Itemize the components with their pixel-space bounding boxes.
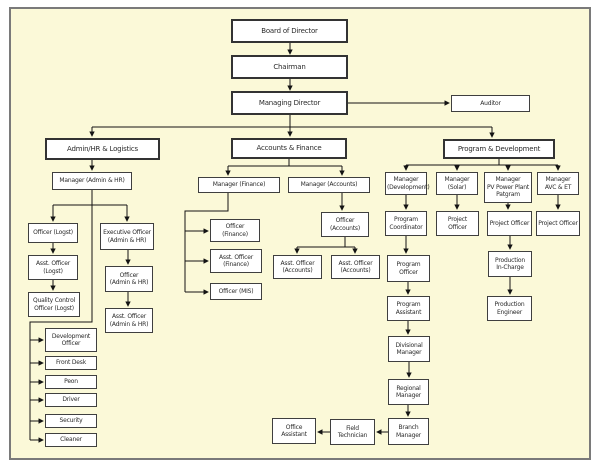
asst-officer-admin-hr-label: Asst. Officer (Admin & HR): [109, 313, 149, 328]
manager-finance-box: Manager (Finance): [198, 177, 280, 193]
branch-manager-label: Branch Manager: [396, 424, 421, 439]
divisional-manager-box: Divisional Manager: [388, 336, 430, 362]
regional-manager-box: Regional Manager: [388, 379, 429, 405]
board-of-director-label: Board of Director: [261, 26, 318, 35]
production-in-charge-label: Production In-Charge: [495, 256, 525, 272]
project-officer-pv-box: Project Officer: [487, 211, 532, 236]
regional-manager-label: Regional Manager: [396, 384, 421, 400]
front-desk-label: Front Desk: [56, 359, 86, 367]
asst-officer-finance-box: Asst. Officer (Finance): [210, 249, 262, 273]
asst-officer-logst-label: Asst. Officer (Logst): [36, 260, 70, 275]
accounts-finance-label: Accounts & Finance: [256, 144, 322, 153]
officer-finance-box: Officer (Finance): [210, 219, 260, 242]
accounts-finance-box: Accounts & Finance: [231, 138, 347, 159]
manager-solar-label: Manager (Solar): [444, 176, 470, 191]
officer-admin-hr-label: Officer (Admin & HR): [109, 271, 149, 287]
asst-officer-finance-label: Asst. Officer (Finance): [219, 253, 253, 269]
production-in-charge-box: Production In-Charge: [488, 251, 532, 277]
cleaner-box: Cleaner: [45, 433, 97, 447]
production-engineer-label: Production Engineer: [494, 301, 525, 316]
project-officer-pv-label: Project Officer: [489, 219, 530, 227]
program-coordinator-label: Program Coordinator: [389, 216, 423, 231]
driver-box: Driver: [45, 393, 97, 407]
peon-label: Peon: [64, 378, 78, 386]
auditor-box: Auditor: [451, 95, 530, 112]
asst-officer-admin-hr-box: Asst. Officer (Admin & HR): [105, 308, 153, 333]
manager-accounts-box: Manager (Accounts): [288, 177, 370, 193]
program-officer-label: Program Officer: [396, 261, 421, 276]
project-officer-avc-label: Project Officer: [538, 219, 578, 227]
field-technician-label: Field Technician: [337, 424, 368, 440]
development-officer-label: Development Officer: [51, 332, 91, 348]
program-officer-box: Program Officer: [387, 255, 430, 282]
manager-solar-box: Manager (Solar): [436, 172, 478, 195]
manager-accounts-label: Manager (Accounts): [300, 181, 358, 189]
auditor-label: Auditor: [480, 99, 501, 107]
asst-officer-accounts-2-box: Asst. Officer (Accounts): [331, 255, 380, 279]
asst-officer-accounts-1-box: Asst. Officer (Accounts): [273, 255, 322, 279]
production-engineer-box: Production Engineer: [487, 296, 532, 321]
manager-avc-et-label: Manager AVC & ET: [544, 176, 572, 191]
officer-admin-hr-box: Officer (Admin & HR): [105, 266, 153, 292]
officer-finance-label: Officer (Finance): [222, 223, 248, 238]
chairman-label: Chairman: [273, 62, 306, 71]
program-development-box: Program & Development: [443, 139, 555, 159]
branch-manager-box: Branch Manager: [388, 418, 429, 445]
manager-avc-et-box: Manager AVC & ET: [537, 172, 579, 195]
officer-mis-label: Officer (MIS): [218, 287, 254, 295]
security-box: Security: [45, 414, 97, 428]
managing-director-box: Managing Director: [231, 91, 348, 115]
asst-officer-accounts-2-label: Asst. Officer (Accounts): [338, 259, 373, 275]
admin-hr-logistics-label: Admin/HR & Logistics: [67, 144, 138, 153]
program-assistant-label: Program Assistant: [395, 301, 422, 316]
executive-officer-admin-hr-label: Executive Officer (Admin & HR): [103, 229, 151, 244]
manager-pv-power-plant-label: Manager PV Power Plant Patgram: [487, 176, 529, 199]
executive-officer-admin-hr-box: Executive Officer (Admin & HR): [100, 223, 154, 250]
program-assistant-box: Program Assistant: [387, 296, 430, 321]
security-label: Security: [59, 417, 83, 425]
manager-admin-hr-label: Manager (Admin & HR): [59, 177, 125, 185]
managing-director-label: Managing Director: [258, 98, 321, 107]
quality-control-officer-logst-box: Quality Control Officer (Logst): [28, 292, 80, 317]
officer-mis-box: Officer (MIS): [210, 283, 262, 300]
development-officer-box: Development Officer: [45, 328, 97, 352]
project-officer-solar-label: Project Officer: [447, 216, 468, 231]
manager-finance-label: Manager (Finance): [212, 181, 266, 189]
project-officer-avc-box: Project Officer: [536, 211, 580, 236]
cleaner-label: Cleaner: [60, 436, 82, 444]
officer-logst-label: Officer (Logst): [33, 229, 73, 237]
field-technician-box: Field Technician: [330, 419, 375, 445]
office-assistant-box: Office Assistant: [272, 418, 316, 444]
peon-box: Peon: [45, 375, 97, 389]
officer-logst-box: Officer (Logst): [28, 223, 78, 243]
asst-officer-accounts-1-label: Asst. Officer (Accounts): [280, 259, 315, 275]
divisional-manager-label: Divisional Manager: [395, 341, 423, 357]
manager-pv-power-plant-box: Manager PV Power Plant Patgram: [484, 172, 532, 203]
program-development-label: Program & Development: [457, 144, 541, 153]
manager-development-label: Manager (Development): [387, 176, 430, 191]
project-officer-solar-box: Project Officer: [436, 211, 479, 236]
office-assistant-label: Office Assistant: [281, 423, 307, 439]
quality-control-officer-logst-label: Quality Control Officer (Logst): [32, 297, 76, 312]
manager-admin-hr-box: Manager (Admin & HR): [52, 172, 132, 190]
manager-development-box: Manager (Development): [385, 172, 430, 195]
officer-accounts-box: Officer (Accounts): [321, 212, 369, 237]
chairman-box: Chairman: [231, 55, 348, 79]
board-of-director-box: Board of Director: [231, 19, 348, 43]
driver-label: Driver: [62, 396, 80, 404]
asst-officer-logst-box: Asst. Officer (Logst): [28, 255, 78, 280]
admin-hr-logistics-box: Admin/HR & Logistics: [45, 138, 160, 160]
officer-accounts-label: Officer (Accounts): [329, 217, 361, 232]
front-desk-box: Front Desk: [45, 356, 97, 370]
program-coordinator-box: Program Coordinator: [385, 211, 427, 236]
